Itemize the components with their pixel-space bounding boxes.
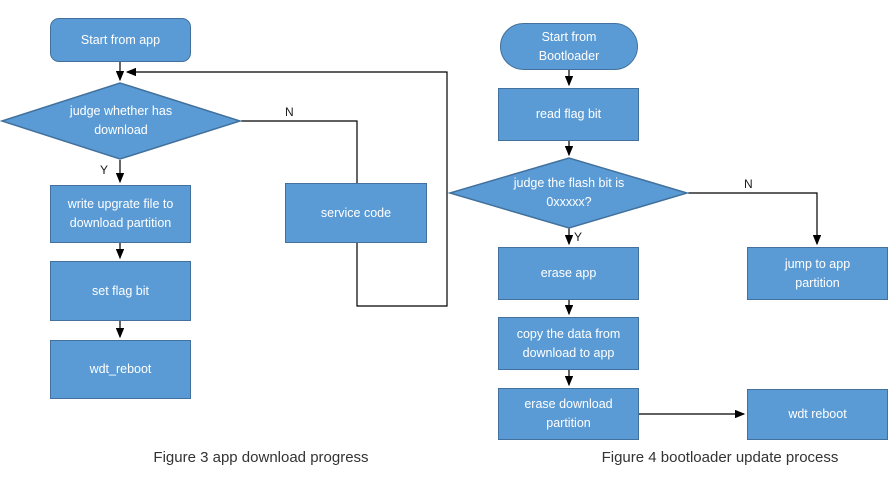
node-read-flag-bit-label: read flag bit (535, 107, 602, 122)
node-start-from-bootloader-label: Start from Bootloader (538, 29, 600, 63)
node-set-flag-bit-label: set flag bit (92, 283, 149, 298)
node-judge-flash-label: judge the flash bit is 0xxxxx? (513, 175, 625, 209)
decision-diamond-judge-download (0, 82, 243, 160)
node-copy-data-label: copy the data from download to app (516, 326, 621, 360)
node-start-from-app-label: Start from app (80, 32, 161, 47)
node-erase-app: erase app (498, 247, 639, 300)
node-service-code-label: service code (320, 205, 392, 220)
node-judge-download-label: judge whether has download (69, 103, 173, 137)
node-copy-data: copy the data from download to app (498, 317, 639, 370)
branch-label-no-left: N (285, 105, 294, 119)
node-set-flag-bit: set flag bit (50, 261, 191, 321)
branch-label-yes-left: Y (100, 163, 109, 177)
node-read-flag-bit: read flag bit (498, 88, 639, 141)
node-wdt-reboot-right: wdt reboot (747, 389, 888, 440)
decision-diamond-judge-flash (447, 157, 690, 229)
edge-judge-no-service-loop (125, 67, 448, 307)
node-start-from-bootloader: Start from Bootloader (500, 23, 638, 70)
node-wdt-reboot-right-label: wdt reboot (788, 407, 847, 422)
figure3-caption: Figure 3 app download progress (153, 449, 369, 466)
node-write-upgrade-file: write upgrate file to download partition (50, 185, 191, 243)
node-erase-download-partition: erase download partition (498, 388, 639, 440)
node-wdt-reboot-left: wdt_reboot (50, 340, 191, 399)
node-service-code: service code (285, 183, 427, 243)
node-wdt-reboot-left-label: wdt_reboot (89, 362, 152, 377)
branch-label-no-right: N (744, 177, 753, 191)
branch-label-yes-right: Y (574, 230, 583, 244)
node-write-upgrade-file-label: write upgrate file to download partition (67, 197, 174, 230)
node-start-from-app: Start from app (50, 18, 191, 62)
figure4-caption: Figure 4 bootloader update process (601, 449, 839, 466)
node-jump-to-app-partition-label: jump to app partition (784, 256, 851, 290)
node-erase-app-label: erase app (540, 266, 597, 281)
node-jump-to-app-partition: jump to app partition (747, 247, 888, 300)
edge-judgeflash-no-to-jump (688, 192, 822, 246)
node-erase-download-partition-label: erase download partition (524, 397, 613, 430)
